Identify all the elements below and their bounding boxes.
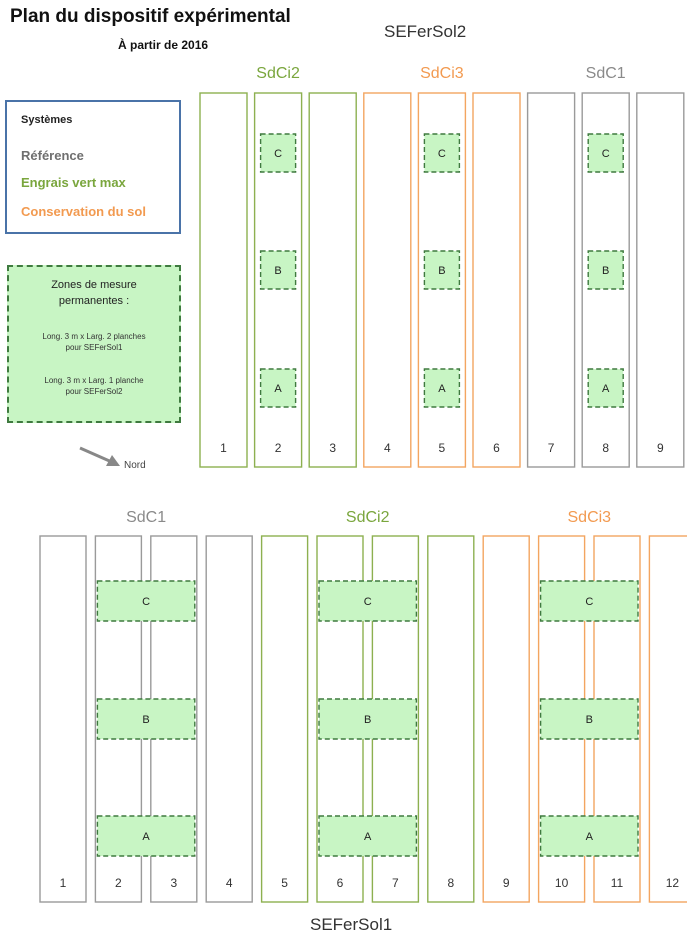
- sefersol1-plot-9: [482, 535, 530, 903]
- field-label-sefersol1: SEFerSol1: [310, 915, 393, 934]
- sefersol1-zone-label-sdci3-a: A: [586, 831, 594, 843]
- sefersol2-zone-label-sdc1-c: C: [602, 148, 610, 160]
- sefersol1-plot-1: [39, 535, 87, 903]
- sefersol2-zone-sdc1-a: [587, 368, 624, 408]
- sefersol2-zone-sdci3-a: [423, 368, 461, 408]
- sefersol2-plot-number-3: 3: [329, 441, 336, 455]
- sefersol2-plot-number-1: 1: [220, 441, 227, 455]
- measurement-zones-note: Zones de mesure permanentes : Long. 3 m …: [7, 265, 181, 423]
- sefersol1-zone-label-sdci2-b: B: [364, 714, 371, 726]
- sefersol1-plot-number-3: 3: [170, 876, 177, 890]
- sefersol2-zone-label-sdc1-a: A: [602, 383, 610, 395]
- sefersol2-zone-label-sdci3-b: B: [438, 265, 445, 277]
- sefersol1-plot-number-9: 9: [503, 876, 510, 890]
- sefersol1-plot-number-10: 10: [555, 876, 569, 890]
- sefersol1-group-label-sdci2: SdCi2: [346, 509, 390, 526]
- sefersol2-group-label-sdci2: SdCi2: [256, 65, 300, 82]
- north-label: Nord: [124, 460, 146, 471]
- sefersol1-group-label-sdc1: SdC1: [126, 509, 166, 526]
- sefersol2-plot-9: [636, 92, 685, 468]
- sefersol2-zone-sdci3-c: [423, 133, 461, 173]
- zones-note-title-line2: permanentes :: [58, 295, 130, 307]
- sefersol1-plot-number-2: 2: [115, 876, 122, 890]
- sefersol1-plot-number-5: 5: [281, 876, 288, 890]
- sefersol1-plot-5: [260, 535, 309, 903]
- sefersol2-zone-label-sdc1-b: B: [602, 265, 609, 277]
- field-label-sefersol2: SEFerSol2: [384, 22, 467, 41]
- sefersol1-plot-number-12: 12: [666, 876, 680, 890]
- sefersol1-zone-label-sdci2-a: A: [364, 831, 372, 843]
- zones-note-detail1-line2: pour SEFerSol1: [65, 343, 123, 352]
- sefersol2-plot-number-7: 7: [548, 441, 555, 455]
- sefersol1-group-label-sdci3: SdCi3: [568, 509, 612, 526]
- sefersol1-zone-label-sdci3-c: C: [585, 596, 593, 608]
- sefersol2-plot-number-5: 5: [439, 441, 446, 455]
- sefersol1-plot-number-11: 11: [611, 876, 624, 890]
- sefersol2-zone-sdci2-b: [259, 250, 297, 290]
- sefersol1-plot-number-6: 6: [337, 876, 344, 890]
- sefersol2-plot-number-9: 9: [657, 441, 664, 455]
- legend-heading: Systèmes: [21, 114, 73, 126]
- systems-legend: Systèmes Référence Engrais vert max Cons…: [5, 100, 181, 234]
- sefersol2-zone-label-sdci3-c: C: [438, 148, 446, 160]
- sefersol2-plot-number-6: 6: [493, 441, 500, 455]
- sefersol2-plot-number-8: 8: [602, 441, 609, 455]
- sefersol2-group-label-sdc1: SdC1: [586, 65, 626, 82]
- zones-note-detail2-line2: pour SEFerSol2: [65, 387, 123, 396]
- sefersol2-zone-sdc1-b: [587, 250, 624, 290]
- sefersol2-zone-label-sdci3-a: A: [438, 383, 446, 395]
- sefersol1-zone-label-sdci2-c: C: [364, 596, 372, 608]
- sefersol1-plot-number-4: 4: [226, 876, 233, 890]
- zones-note-title-line1: Zones de mesure: [51, 279, 137, 291]
- sefersol2-zone-label-sdci2-a: A: [274, 383, 282, 395]
- sefersol2-zone-label-sdci2-b: B: [274, 265, 281, 277]
- sefersol1-zone-sdc1-a: [96, 815, 196, 857]
- legend-item-conservation: Conservation du sol: [21, 204, 146, 219]
- sefersol2-plot-4: [363, 92, 412, 468]
- page-title: Plan du dispositif expérimental: [10, 6, 291, 27]
- sefersol1-zone-sdci3-b: [539, 698, 639, 740]
- sefersol1-zone-sdci2-a: [318, 815, 418, 857]
- legend-item-reference: Référence: [21, 148, 84, 163]
- sefersol2-zone-sdc1-c: [587, 133, 624, 173]
- sefersol2-zone-label-sdci2-c: C: [274, 148, 282, 160]
- sefersol1-plot-number-7: 7: [392, 876, 399, 890]
- sefersol1-plot-number-1: 1: [60, 876, 67, 890]
- legend-item-engrais-vert: Engrais vert max: [21, 175, 126, 190]
- sefersol1-zone-sdci3-c: [539, 580, 639, 622]
- sefersol1-plot-4: [205, 535, 253, 903]
- sefersol1-zone-sdci2-c: [318, 580, 418, 622]
- sefersol1-zone-sdc1-b: [96, 698, 196, 740]
- sefersol2-plot-number-2: 2: [275, 441, 282, 455]
- sefersol2-plot-7: [526, 92, 576, 468]
- sefersol1-zone-sdci3-a: [539, 815, 639, 857]
- sefersol2-plot-3: [308, 92, 357, 468]
- sefersol1-zone-label-sdc1-c: C: [142, 596, 150, 608]
- sefersol1-zone-label-sdc1-a: A: [142, 831, 150, 843]
- sefersol2-plot-6: [472, 92, 521, 468]
- zones-note-detail1-line1: Long. 3 m x Larg. 2 planches: [42, 332, 146, 341]
- sefersol2-plot-1: [199, 92, 248, 468]
- sefersol2-group-label-sdci3: SdCi3: [420, 65, 464, 82]
- sefersol1-zone-label-sdci3-b: B: [586, 714, 593, 726]
- sefersol2-zone-sdci2-a: [259, 368, 297, 408]
- sefersol1-zone-sdci2-b: [318, 698, 418, 740]
- sefersol2-plot-number-4: 4: [384, 441, 391, 455]
- sefersol2-zone-sdci2-c: [259, 133, 297, 173]
- sefersol1-plot-number-8: 8: [447, 876, 454, 890]
- north-arrow-icon: [79, 446, 120, 466]
- sefersol1-plot-12: [648, 535, 687, 903]
- page-subtitle: À partir de 2016: [118, 38, 209, 52]
- zones-note-detail2-line1: Long. 3 m x Larg. 1 planche: [44, 376, 144, 385]
- sefersol2-zone-sdci3-b: [423, 250, 461, 290]
- sefersol1-zone-label-sdc1-b: B: [142, 714, 149, 726]
- sefersol1-zone-sdc1-c: [96, 580, 196, 622]
- sefersol1-plot-8: [427, 535, 475, 903]
